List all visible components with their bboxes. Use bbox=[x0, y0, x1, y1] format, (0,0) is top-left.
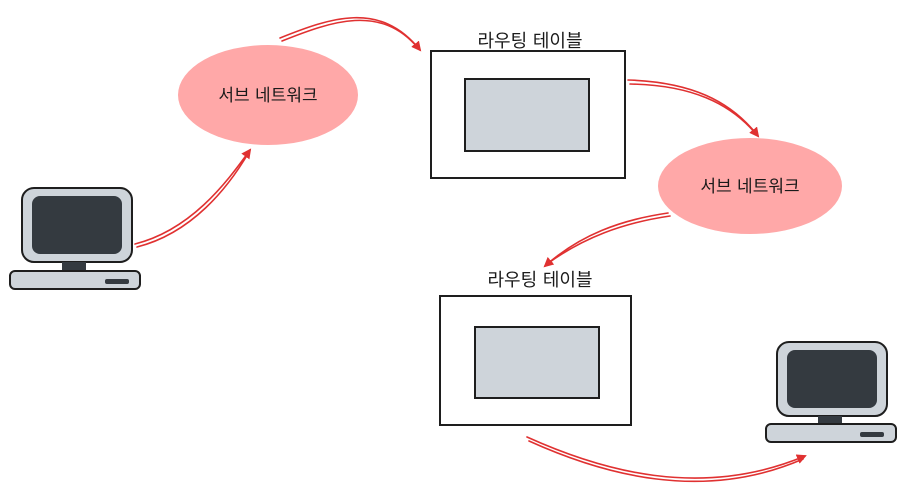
subnet-label-1: 서브 네트워크 bbox=[218, 86, 317, 106]
arrow-subnet-2-to-routing-table-2 bbox=[543, 212, 669, 268]
computer-base bbox=[765, 423, 897, 443]
routing-table-label-2: 라우팅 테이블 bbox=[487, 270, 592, 291]
arrow-routing-table-1-to-subnet-2 bbox=[627, 79, 760, 138]
monitor-screen bbox=[32, 196, 122, 254]
routing-table-1: 라우팅 테이블 bbox=[430, 31, 626, 179]
arrow-host-to-subnet-1 bbox=[134, 148, 252, 245]
routing-table-label-1: 라우팅 테이블 bbox=[477, 31, 582, 52]
monitor-stand bbox=[62, 262, 86, 270]
subnet-node-2: 서브 네트워크 bbox=[658, 138, 842, 234]
arrow-subnet-1-to-routing-table-1-sketch bbox=[281, 19, 419, 49]
computer-base bbox=[9, 270, 141, 290]
drive-slot bbox=[105, 279, 129, 284]
routing-table-inner bbox=[464, 78, 590, 152]
drive-slot bbox=[860, 432, 884, 437]
arrow-routing-table-2-to-host-sketch bbox=[528, 440, 804, 483]
computer-icon bbox=[9, 187, 141, 290]
arrow-subnet-2-to-routing-table-2-sketch bbox=[546, 215, 671, 265]
computer-icon bbox=[765, 341, 897, 443]
monitor-stand bbox=[818, 416, 842, 424]
subnet-ellipse bbox=[658, 138, 842, 234]
routing-table-2: 라우팅 테이블 bbox=[439, 270, 632, 426]
subnet-label-2: 서브 네트워크 bbox=[700, 177, 799, 197]
arrow-routing-table-1-to-subnet-2-sketch bbox=[629, 83, 757, 135]
monitor-screen bbox=[787, 350, 877, 408]
arrow-host-to-subnet-1-sketch bbox=[136, 151, 250, 248]
subnet-node-1: 서브 네트워크 bbox=[178, 45, 358, 145]
subnet-ellipse bbox=[178, 45, 358, 145]
arrow-routing-table-2-to-host bbox=[526, 436, 807, 479]
routing-table-inner bbox=[474, 326, 600, 399]
